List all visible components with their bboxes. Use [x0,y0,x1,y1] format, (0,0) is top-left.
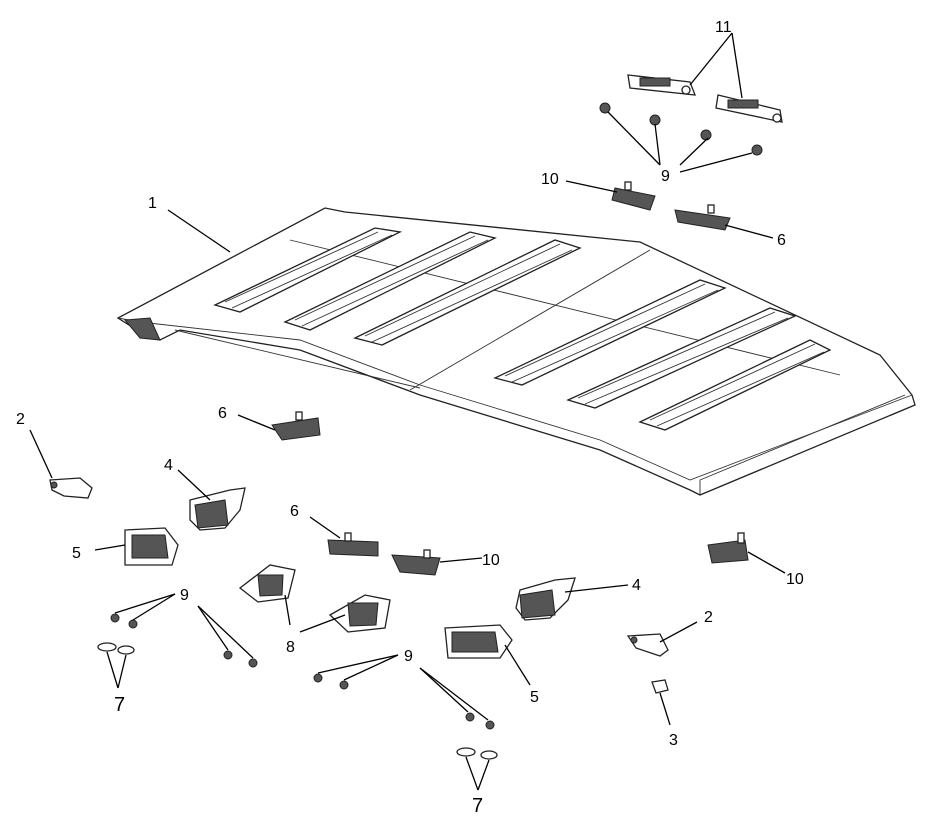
callout-6-left: 6 [218,405,227,422]
clamp-block-10-right [707,532,749,564]
clamp-block-10-top [611,181,656,211]
leader-lines [29,32,786,791]
callout-6-top: 6 [777,232,786,249]
callout-3: 3 [669,732,678,749]
bracket-2-left [49,477,93,499]
bracket-2-right [626,633,669,657]
callout-4-right: 4 [632,577,641,594]
callout-6-center: 6 [290,503,299,520]
callout-labels: 1 2 2 3 4 4 5 5 6 6 6 7 7 8 9 9 9 10 10 … [16,19,804,817]
clamp-block-6-center [327,532,379,557]
callout-9-top: 9 [661,168,670,185]
latch-plate-pair [627,74,783,123]
hinge-mount-5-left [124,527,179,566]
callout-10-top: 10 [541,171,559,188]
callout-10-center: 10 [482,552,500,569]
callout-5-right: 5 [530,689,539,706]
callout-4-left: 4 [164,457,173,474]
callout-9-left: 9 [180,587,189,604]
callout-10-right: 10 [786,571,804,588]
mount-plate-8-center [328,594,391,633]
callout-5-left: 5 [72,545,81,562]
callout-1: 1 [148,195,157,212]
callout-11: 11 [715,19,732,36]
hinge-4-left [189,487,246,531]
nut-3 [651,679,669,694]
bolt-set-bottom [110,613,495,730]
clamp-block-10-center [391,549,441,576]
cap-set-7 [97,642,498,760]
hinge-mount-5-right [444,624,513,659]
mount-plate-8-left [238,564,296,603]
callout-2-left: 2 [16,411,25,428]
callout-2-right: 2 [704,609,713,626]
roof-panel [116,207,916,496]
screw-set-top [599,102,763,156]
callout-7-left: 7 [114,694,125,716]
clamp-block-6-top [674,204,731,231]
clamp-block-6-left [271,411,321,441]
callout-7-bottom: 7 [472,795,483,817]
hinge-4-right [515,577,576,621]
callout-9-center: 9 [404,648,413,665]
callout-8: 8 [286,639,295,656]
